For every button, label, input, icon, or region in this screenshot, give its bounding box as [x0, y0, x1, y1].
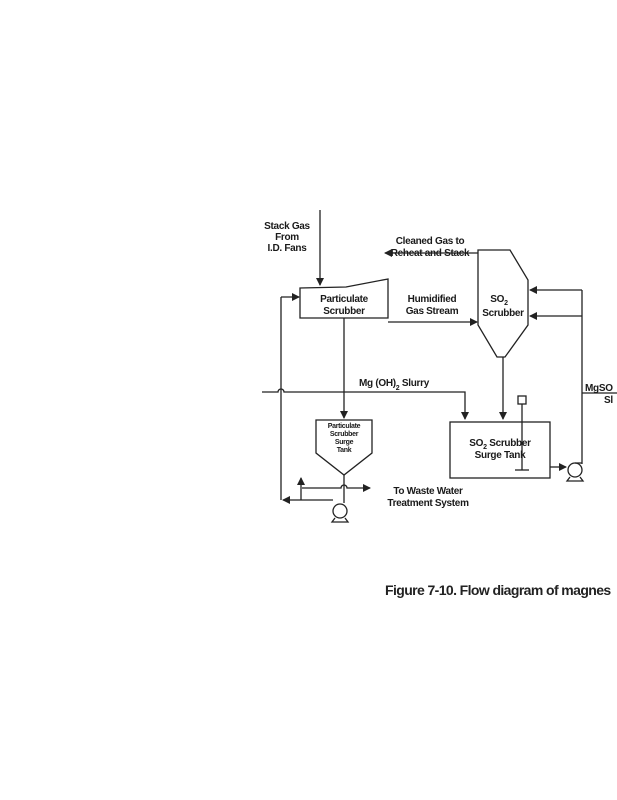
so2-pump-icon — [565, 462, 585, 482]
slurry-line — [262, 388, 469, 420]
mgso-slurry-label: MgSO Sl — [585, 383, 614, 406]
particulate-scrubber-label-2: Scrubber — [323, 306, 365, 317]
waste-water-arrow — [302, 484, 371, 492]
cleaned-gas-label-2: Reheat and Stack — [391, 248, 470, 259]
particulate-scrubber-box — [299, 278, 389, 319]
svg-text:From: From — [275, 232, 299, 243]
particulate-surge-tank — [315, 419, 373, 476]
humidified-gas-label-2: Gas Stream — [406, 306, 459, 317]
so2-tank-label: SO2 Scrubber — [469, 438, 531, 451]
particulate-pump-icon — [330, 503, 350, 523]
so2-tank-label-2: Surge Tank — [475, 450, 526, 461]
slurry-label: Mg (OH)2 Slurry — [359, 378, 430, 392]
so2-surge-tank — [449, 421, 551, 479]
agitator-icon — [515, 395, 529, 471]
svg-text:Tank: Tank — [337, 447, 352, 454]
cleaned-gas-label: Cleaned Gas to — [396, 236, 465, 247]
particulate-scrubber-label: Particulate — [320, 294, 369, 305]
svg-text:Scrubber: Scrubber — [330, 431, 359, 438]
figure-caption: Figure 7-10. Flow diagram of magnes — [385, 582, 611, 598]
stack-gas-label: Stack Gas From I.D. Fans — [264, 221, 311, 254]
particulate-tank-label: Particulate Scrubber Surge Tank — [328, 423, 361, 454]
svg-text:Particulate: Particulate — [328, 423, 361, 430]
svg-text:Surge: Surge — [335, 439, 354, 446]
svg-text:I.D. Fans: I.D. Fans — [268, 243, 308, 254]
svg-text:To Waste Water: To Waste Water — [393, 486, 463, 497]
svg-text:MgSO: MgSO — [585, 383, 613, 394]
so2-scrubber-vessel — [477, 249, 529, 358]
humidified-gas-label: Humidified — [408, 294, 457, 305]
svg-text:Sl: Sl — [604, 395, 613, 406]
so2-scrubber-label: SO2 — [490, 294, 508, 307]
svg-text:Treatment System: Treatment System — [387, 498, 469, 509]
waste-water-label: To Waste Water Treatment System — [387, 486, 469, 509]
svg-text:Stack Gas: Stack Gas — [264, 221, 310, 232]
so2-scrubber-label-2: Scrubber — [482, 308, 524, 319]
